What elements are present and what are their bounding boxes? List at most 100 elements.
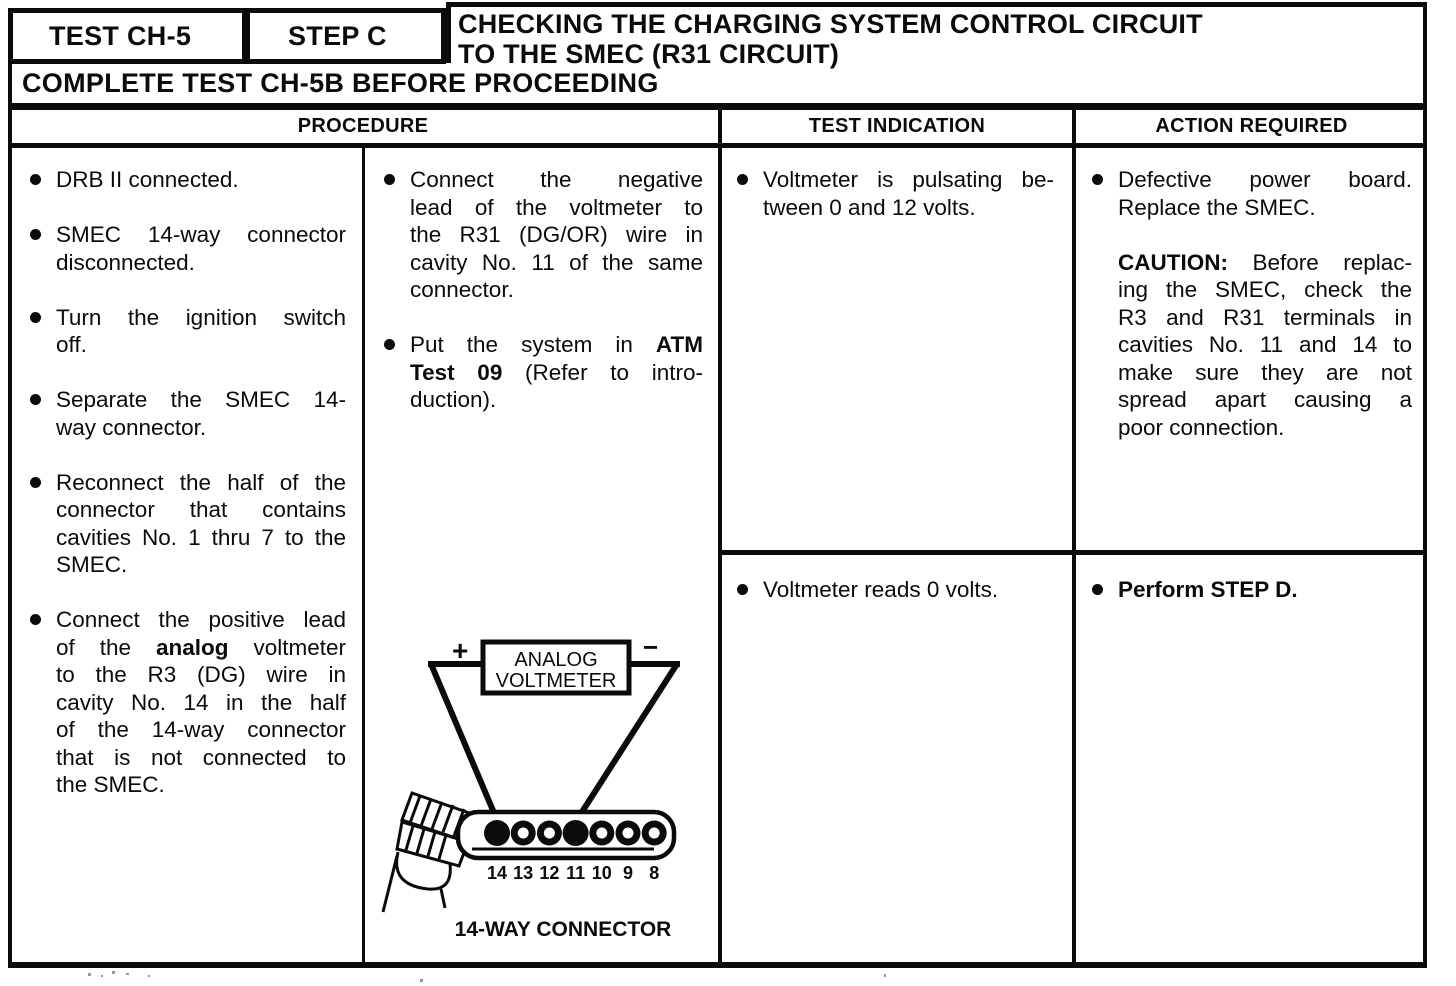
text-line: ing the SMEC, check the [1118, 277, 1412, 302]
action-item: Defective power board.Replace the SMEC. … [1092, 166, 1412, 442]
text-line: that is not connected to [56, 744, 346, 770]
text-line: disconnected. [56, 249, 195, 275]
connector-pin-11-probed [562, 820, 589, 846]
text-line: SMEC 14-way connector [56, 222, 346, 247]
pin-number-label: 12 [539, 863, 559, 883]
step-cell: STEP C [245, 8, 446, 64]
test-id-cell: TEST CH-5 [8, 8, 247, 64]
text-line: Connect the positive lead [56, 607, 346, 632]
bullet-icon [30, 229, 41, 240]
text-line: CAUTION: Before replac- [1118, 249, 1412, 275]
pin-number-label: 10 [592, 863, 612, 883]
action-item: Perform STEP D. [1092, 576, 1412, 604]
text-line: to the R3 (DG) wire in [56, 662, 346, 687]
procedure-step: Separate the SMEC 14-way connector. [30, 386, 346, 441]
text-line: duction). [410, 387, 497, 412]
step-label: STEP C [288, 20, 387, 51]
prerequisite-banner: COMPLETE TEST CH-5B BEFORE PROCEEDING [22, 68, 659, 98]
text-line: Voltmeter reads 0 volts. [763, 577, 999, 602]
procedure-step: DRB II connected. [30, 166, 346, 194]
bullet-icon [1092, 174, 1103, 185]
minus-label: − [643, 632, 658, 662]
positive-lead-wire [428, 662, 500, 822]
connector-pin-hole [622, 827, 634, 839]
text-line: cavities No. 11 and 14 to [1118, 332, 1412, 357]
action-paragraph: Defective power board.Replace the SMEC. [1118, 166, 1412, 221]
bullet-icon [737, 584, 748, 595]
scan-noise [126, 973, 129, 975]
pin-number-label: 13 [513, 863, 533, 883]
caution-paragraph: CAUTION: Before replac-ing the SMEC, che… [1118, 249, 1412, 442]
scan-noise [88, 973, 91, 976]
text-line: of the analog voltmeter [56, 634, 346, 660]
text-line: tween 0 and 12 volts. [763, 194, 976, 220]
bullet-icon [1092, 584, 1103, 595]
connector-pin-hole [648, 827, 660, 839]
text-line: Separate the SMEC 14- [56, 387, 346, 412]
scan-noise [101, 975, 103, 977]
text-line: Put the system in ATM [410, 332, 703, 357]
text-line: the R31 (DG/OR) wire in [410, 222, 703, 247]
voltmeter-box [480, 639, 632, 696]
text-line: SMEC. [56, 552, 128, 577]
colhead-procedure: PROCEDURE [297, 115, 429, 137]
pin-number-label: 9 [623, 863, 633, 883]
bullet-icon [30, 614, 41, 625]
action-required-row-1: Defective power board.Replace the SMEC. … [1092, 166, 1412, 442]
text-line: Defective power board. [1118, 167, 1412, 192]
text-line: Turn the ignition switch [56, 304, 346, 330]
indication-item: Voltmeter is pulsating be-tween 0 and 12… [737, 166, 1054, 221]
text-line: connector. [410, 277, 514, 302]
connector-pin-14-probed [484, 820, 510, 846]
connector-pins [484, 820, 667, 846]
divider-procedure-indication [718, 107, 722, 962]
text-line: cavity No. 11 of the same [410, 249, 703, 275]
scan-noise [884, 974, 886, 977]
page-title-line1: CHECKING THE CHARGING SYSTEM CONTROL CIR… [458, 9, 1203, 39]
connector-caption: 14-WAY CONNECTOR [455, 918, 672, 941]
text-line: Connect the negative [410, 167, 703, 192]
text-line: lead of the voltmeter to [410, 194, 703, 220]
border-left [8, 8, 12, 968]
row-divider-right-columns [718, 550, 1427, 555]
bullet-icon [30, 311, 41, 323]
bullet-icon [30, 476, 41, 488]
text-line: make sure they are not [1118, 359, 1412, 385]
text-line: Test 09 (Refer to intro- [410, 359, 704, 385]
bullet-icon [30, 394, 41, 405]
pin-number-label: 14 [487, 863, 507, 883]
negative-lead-wire [577, 662, 680, 817]
text-line: way connector. [56, 414, 207, 440]
text-line: the SMEC. [56, 772, 165, 797]
indication-item: Voltmeter reads 0 volts. [737, 576, 1054, 604]
text-line: DRB II connected. [56, 167, 239, 192]
text-line: connector that contains [56, 497, 346, 522]
text-line: Reconnect the half of the [56, 469, 346, 495]
test-indication-row-2: Voltmeter reads 0 volts. [737, 576, 1054, 604]
title-cell-left-rule [446, 2, 451, 63]
text-line: R3 and R31 terminals in [1118, 304, 1412, 330]
test-id-label: TEST CH-5 [49, 20, 192, 51]
action-required-row-2: Perform STEP D. [1092, 576, 1412, 604]
text-line: of the 14-way connector [56, 717, 346, 742]
border-bottom [8, 962, 1427, 968]
bullet-icon [384, 339, 395, 350]
scan-noise [148, 975, 150, 977]
voltmeter-label-line2: VOLTMETER [496, 670, 617, 692]
divider-procedure-sub [362, 146, 365, 962]
bullet-icon [384, 174, 395, 185]
divider-indication-action [1072, 107, 1076, 962]
border-top [446, 2, 1427, 7]
text-line: Replace the SMEC. [1118, 194, 1316, 220]
scan-noise [420, 979, 423, 982]
text-line: cavities No. 1 thru 7 to the [56, 524, 346, 550]
bullet-icon [737, 174, 748, 185]
border-right [1423, 2, 1427, 968]
text-line: Voltmeter is pulsating be- [763, 167, 1054, 192]
action-paragraph: Perform STEP D. [1118, 576, 1412, 604]
